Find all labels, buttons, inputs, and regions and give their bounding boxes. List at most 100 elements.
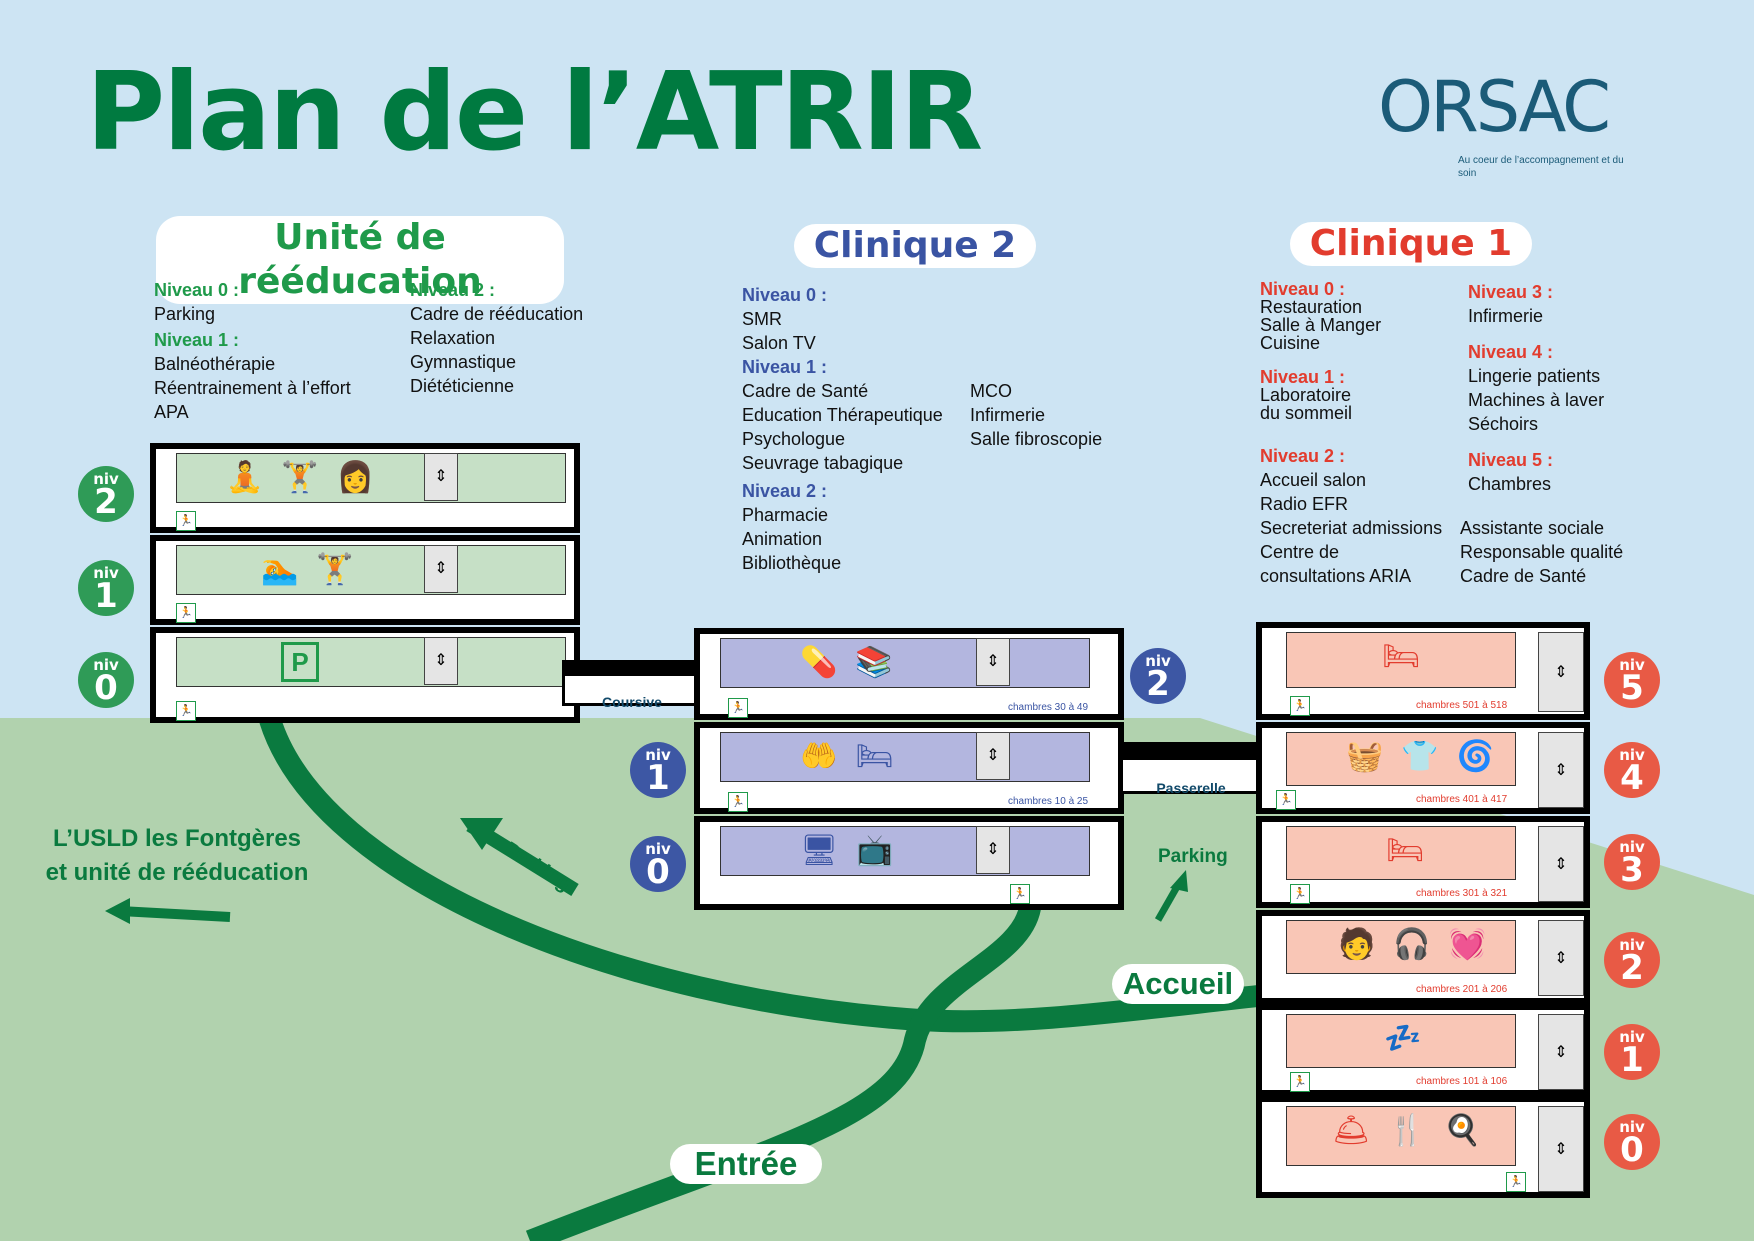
- level-item: consultations ARIA: [1260, 566, 1412, 586]
- badge-number: 0: [1620, 1130, 1644, 1170]
- badge-number: 1: [646, 758, 670, 798]
- badge-label: niv: [1619, 1118, 1645, 1136]
- floor-icons: 🧑 🎧 💓: [1338, 924, 1486, 966]
- level-item: Centre de: [1260, 542, 1340, 562]
- level-item: Restauration: [1260, 297, 1363, 317]
- room-range: chambres 101 à 106: [1416, 1076, 1508, 1087]
- level-item: Bibliothèque: [742, 553, 842, 573]
- emergency-exit-icon: 🏃: [176, 511, 196, 531]
- floor-icons: 🧘 🏋 👩: [226, 457, 374, 499]
- floor-room: [1286, 920, 1516, 974]
- usld-line-1: L’USLD les Fontgères: [52, 825, 302, 852]
- floor-room: [1286, 1014, 1516, 1068]
- clinique1-floor-4: 🧺 👕 🌀 ⇕ 🏃 chambres 401 à 417: [1256, 722, 1590, 814]
- elevator-icon: ⇕: [1538, 1014, 1584, 1090]
- level-heading: Niveau 2 :: [410, 280, 496, 300]
- floor-icons: 🧺 👕 🌀: [1346, 736, 1494, 778]
- logo-tagline: Au coeur de l’accompagnement et du soin: [1458, 155, 1624, 179]
- coursive-connector: Coursive: [562, 660, 702, 710]
- reeducation-floor-2: 🧘 🏋 👩 ⇕ 🏃: [150, 443, 580, 533]
- clinique2-floor-1: 🤲 🛏 ⇕ 🏃 chambres 10 à 25: [694, 722, 1124, 814]
- floor-room: [1286, 826, 1516, 880]
- floor-icons: 🤲 🛏: [800, 736, 893, 778]
- badge-number: 4: [1620, 758, 1644, 798]
- parking-label-right: Parking: [1158, 846, 1228, 867]
- elevator-icon: ⇕: [1538, 920, 1584, 996]
- floor-icons: P: [281, 641, 319, 683]
- elevator-icon: ⇕: [424, 453, 458, 501]
- dumbbell-icon: 🏋: [316, 553, 354, 586]
- parking-icon: P: [281, 642, 319, 682]
- clinique2-levels-b: MCO Infirmerie Salle fibroscopie: [970, 379, 1102, 451]
- badge-reeducation-niv-2: niv 2: [78, 466, 134, 522]
- reeducation-floor-1: 🏊 🏋 ⇕ 🏃: [150, 535, 580, 625]
- clinique1-levels-d: Assistante sociale Responsable qualité C…: [1460, 516, 1623, 588]
- clinique1-levels-a: Niveau 0 : Restauration Salle à Manger C…: [1260, 280, 1381, 422]
- reeducation-levels-a: Niveau 0 : Parking Niveau 1 : Balnéothér…: [154, 278, 351, 424]
- badge-clinique1-niv-1: niv 1: [1604, 1024, 1660, 1080]
- badge-label: niv: [93, 470, 119, 488]
- clinique1-floor-0: 🛎 🍴 🍳 ⇕ 🏃: [1256, 1096, 1590, 1198]
- level-item: Laboratoire: [1260, 385, 1352, 405]
- badge-number: 1: [94, 576, 118, 616]
- cloche-icon: 🛎: [1332, 1114, 1371, 1147]
- level-heading: Niveau 0 :: [1260, 279, 1346, 299]
- orsac-logo: ORSAC Au coeur de l’accompagnement et du…: [1378, 72, 1624, 179]
- emergency-exit-icon: 🏃: [728, 792, 748, 812]
- badge-label: niv: [1145, 652, 1171, 670]
- pool-icon: 🏊: [261, 553, 299, 586]
- meditation-icon: 🧘: [226, 461, 264, 494]
- emergency-exit-icon: 🏃: [1506, 1172, 1526, 1192]
- badge-number: 3: [1620, 850, 1644, 890]
- emergency-exit-icon: 🏃: [1290, 696, 1310, 716]
- room-range: chambres 301 à 321: [1416, 888, 1508, 899]
- emergency-exit-icon: 🏃: [728, 698, 748, 718]
- clinique1-floor-5: 🛏 ⇕ 🏃 chambres 501 à 518: [1256, 622, 1590, 720]
- badge-label: niv: [93, 564, 119, 582]
- level-item: Accueil salon: [1260, 470, 1367, 490]
- medical-device-icon: 🖥: [800, 834, 839, 867]
- level-item: Machines à laver: [1468, 390, 1605, 410]
- usld-arrowhead: [105, 898, 130, 924]
- clinique1-levels-b: Niveau 3 : Infirmerie Niveau 4 : Lingeri…: [1468, 280, 1604, 496]
- elevator-icon: ⇕: [1538, 732, 1584, 808]
- dietitian-icon: 👩: [336, 461, 375, 494]
- level-item: Infirmerie: [970, 405, 1046, 425]
- level-item: Balnéothérapie: [154, 354, 276, 374]
- elevator-icon: ⇕: [1538, 826, 1584, 902]
- level-item: Assistante sociale: [1460, 518, 1605, 538]
- badge-number: 0: [646, 852, 670, 892]
- emergency-exit-icon: 🏃: [176, 701, 196, 721]
- level-item: Chambres: [1468, 474, 1552, 494]
- floor-room: [1286, 632, 1516, 688]
- badge-number: 2: [1146, 664, 1170, 704]
- floor-icons: 🛏: [1386, 830, 1424, 872]
- badge-label: niv: [93, 656, 119, 674]
- usld-arrow: [119, 906, 231, 922]
- badge-label: niv: [1619, 656, 1645, 674]
- badge-clinique1-niv-2: niv 2: [1604, 932, 1660, 988]
- elevator-icon: ⇕: [1538, 1106, 1584, 1192]
- badge-reeducation-niv-1: niv 1: [78, 560, 134, 616]
- level-item: Salle à Manger: [1260, 315, 1382, 335]
- clinique2-title: Clinique 2: [794, 224, 1036, 268]
- dryer-icon: 🌀: [1456, 740, 1495, 773]
- usld-line-2: et unité de rééducation: [45, 859, 309, 886]
- badge-number: 2: [1620, 948, 1644, 988]
- parking-arrowhead-left: [460, 818, 503, 850]
- clinique1-levels-c: Niveau 2 : Accueil salon Radio EFR Secre…: [1260, 444, 1442, 588]
- level-heading: Niveau 0 :: [154, 280, 240, 300]
- level-item: du sommeil: [1260, 403, 1353, 423]
- level-item: SMR: [742, 309, 782, 329]
- badge-clinique1-niv-0: niv 0: [1604, 1114, 1660, 1170]
- level-item: Radio EFR: [1260, 494, 1349, 514]
- main-path: [259, 716, 1260, 1033]
- emergency-exit-icon: 🏃: [176, 603, 196, 623]
- level-item: Gymnastique: [410, 352, 517, 372]
- level-item: Lingerie patients: [1468, 366, 1601, 386]
- support-agent-icon: 🎧: [1393, 928, 1431, 961]
- parking-arrowhead-right: [1170, 870, 1188, 892]
- reeducation-levels-b: Niveau 2 : Cadre de rééducation Relaxati…: [410, 278, 583, 398]
- level-item: Responsable qualité: [1460, 542, 1624, 562]
